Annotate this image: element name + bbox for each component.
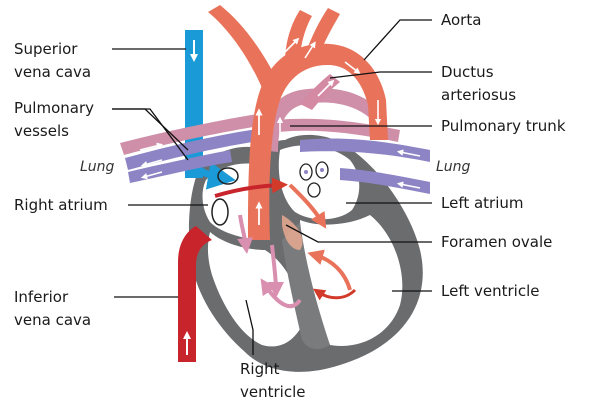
label-foramen-ovale: Foramen ovale [441,233,552,251]
aorta-branch-1 [208,5,278,88]
label-right-atrium: Right atrium [14,196,108,214]
label-left-atrium: Left atrium [441,194,524,212]
label-left-ventricle: Left ventricle [441,282,539,300]
label-lung-right: Lung [436,159,471,175]
label-ductus-arteriosus-2: arteriosus [441,86,516,104]
label-lung-left: Lung [80,159,115,175]
label-aorta: Aorta [441,11,481,29]
label-inferior-vena-cava-2: vena cava [14,311,91,329]
label-ductus-arteriosus-1: Ductus [441,63,494,81]
label-superior-vena-cava-1: Superior [14,40,78,58]
label-right-ventricle-2: ventricle [240,383,305,401]
label-pulmonary-vessels-2: vessels [14,122,69,140]
label-superior-vena-cava-2: vena cava [14,63,91,81]
label-right-ventricle-1: Right [240,360,280,378]
label-pulmonary-trunk: Pulmonary trunk [441,117,566,135]
label-pulmonary-vessels-1: Pulmonary [14,99,94,117]
label-inferior-vena-cava-1: Inferior [14,288,69,306]
